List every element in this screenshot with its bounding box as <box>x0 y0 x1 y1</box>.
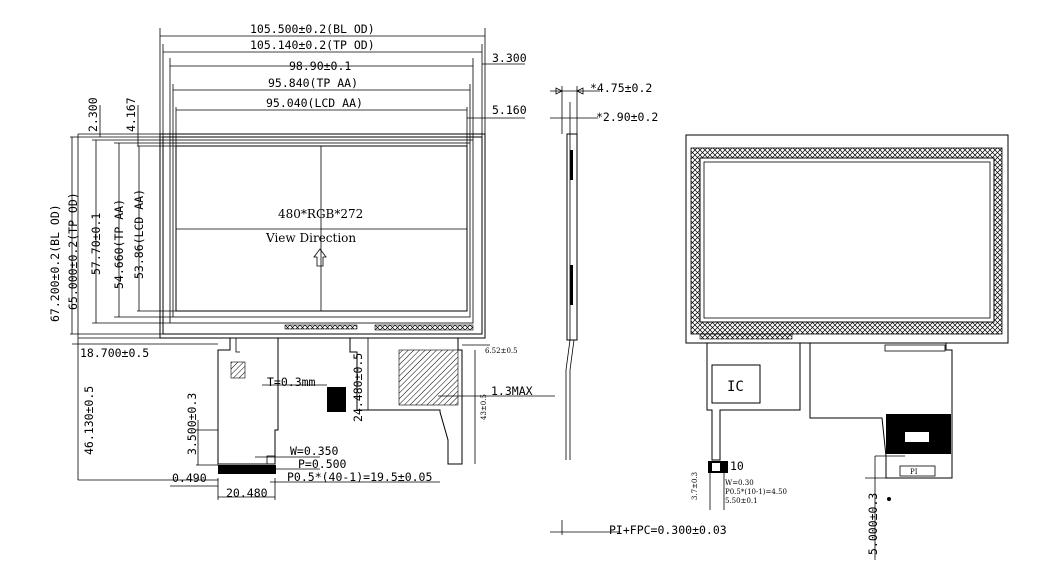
thickness-label: T=0.3mm <box>267 375 316 389</box>
back-touch-fpc <box>809 343 953 479</box>
side-view: *4.75±0.2 *2.90±0.2 1.3MAX PI+FPC=0.300±… <box>491 81 727 537</box>
back-37-label: 3.7±0.3 <box>691 472 699 500</box>
total-height-label: 46.130±0.5 <box>82 386 96 455</box>
height-lcd-aa-label: 53.86(LCD AA) <box>132 189 146 279</box>
offset-5160-label: 5.160 <box>492 103 527 117</box>
pi-box <box>899 465 936 477</box>
max-height-label: 1.3MAX <box>491 384 533 398</box>
top-dimensions: 105.500±0.2(BL OD) 105.140±0.2(TP OD) 98… <box>159 22 527 146</box>
pi-fpc-label: PI+FPC=0.300±0.03 <box>609 523 727 537</box>
front-view: 480*RGB*272 View Direction 105.500±0.2(B… <box>48 22 555 500</box>
thickness-panel-label: *2.90±0.2 <box>596 110 658 124</box>
tp-active-area <box>172 142 471 318</box>
right-fpc-label: 6.52±0.5 <box>485 347 518 355</box>
width-lcd-aa-label: 95.040(LCD AA) <box>266 96 363 110</box>
width-20480-label: 20.480 <box>226 486 268 500</box>
connector-strip-right <box>374 324 474 331</box>
pitch-spec-label: P=0.500 <box>298 457 347 471</box>
width-tp-label: 105.140±0.2(TP OD) <box>250 38 375 52</box>
pin-count-label: 10 <box>730 459 744 473</box>
fpc-24480-label: 24.480±0.5 <box>351 353 365 422</box>
back-view: IC PI 10 W=0.30 P0.5*(10-1)=4.50 5.50±0.… <box>685 134 1009 560</box>
width-98-label: 98.90±0.1 <box>289 59 351 73</box>
back-connector-strip <box>699 333 793 340</box>
width-bl-label: 105.500±0.2(BL OD) <box>250 22 375 36</box>
height-tp-aa-label: 54.660(TP AA) <box>112 199 126 289</box>
left-dimensions: 2.300 4.167 67.200±0.2(BL OD) 65.000±0.2… <box>48 97 176 339</box>
height-tp-label: 65.000±0.2(TP OD) <box>66 192 80 310</box>
lcd-active-area <box>175 145 468 312</box>
fpc-3500-label: 3.500±0.3 <box>185 393 199 455</box>
side-panel-body <box>566 133 578 341</box>
width-tp-aa-label: 95.840(TP AA) <box>268 76 358 90</box>
height-57-label: 57.70±0.1 <box>89 213 103 275</box>
gap-0490-label: 0.490 <box>172 471 207 485</box>
lcd-fpc <box>217 338 279 465</box>
thickness-total-label: *4.75±0.2 <box>590 81 652 95</box>
back-w-label: W=0.30 <box>725 479 754 487</box>
resolution-label: 480*RGB*272 <box>278 207 363 221</box>
touch-fpc <box>349 338 463 465</box>
fpc-component <box>230 361 246 379</box>
touch-ic-area <box>398 349 459 406</box>
right-fpc-len-label: 43±0.5 <box>480 394 488 420</box>
view-direction-label: View Direction <box>265 231 356 245</box>
back-fpc <box>706 343 801 461</box>
view-area-outline <box>169 139 474 324</box>
back-len-label: 5.50±0.1 <box>725 497 758 505</box>
connector-strip-left <box>284 324 358 330</box>
offset-4167-label: 4.167 <box>124 97 138 132</box>
pi-label: PI <box>910 468 918 476</box>
height-bl-label: 67.200±0.2(BL OD) <box>48 204 62 322</box>
offset-2300-label: 2.300 <box>86 97 100 132</box>
fpc-contact-pads <box>218 465 276 474</box>
back-ic-box <box>711 364 761 404</box>
back-p-label: P0.5*(10-1)=4.50 <box>725 488 787 496</box>
back-5000-label: 5.000±0.3 <box>866 493 880 555</box>
pitch-total-label: P0.5*(40-1)=19.5±0.05 <box>287 470 432 484</box>
stiffener <box>327 387 346 412</box>
fpc-offset-label: 18.700±0.5 <box>80 346 149 360</box>
touch-panel-outline <box>162 136 483 335</box>
bottom-dimensions: 18.700±0.5 46.130±0.5 3.500±0.3 T=0.3mm … <box>72 338 555 500</box>
back-ic-label: IC <box>727 379 744 395</box>
width-spec-label: W=0.350 <box>290 444 339 458</box>
offset-3300-label: 3.300 <box>492 51 527 65</box>
back-window <box>699 157 995 323</box>
back-outline <box>685 134 1009 344</box>
view-direction-arrow-icon <box>313 248 327 267</box>
side-fpc <box>565 339 575 460</box>
backlight-outline <box>159 133 486 339</box>
